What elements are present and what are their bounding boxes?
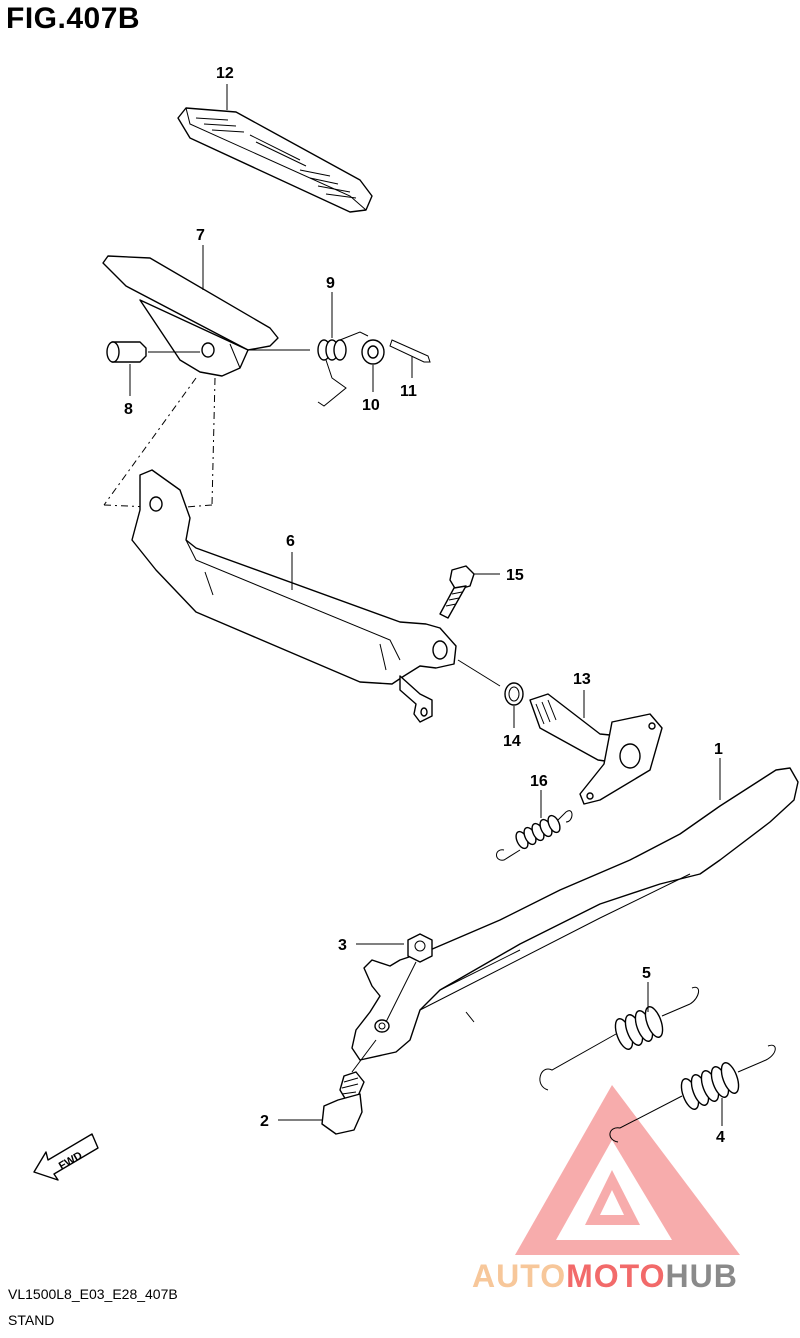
watermark-part2: MOTO xyxy=(566,1258,666,1294)
watermark-part1: AUTO xyxy=(472,1258,567,1294)
callout-5: 5 xyxy=(642,965,651,982)
callout-11: 11 xyxy=(400,383,417,400)
callout-2: 2 xyxy=(260,1113,269,1130)
section-name: STAND xyxy=(8,1312,55,1328)
part-5-stand-spring[interactable] xyxy=(539,986,699,1091)
watermark-triangle-icon xyxy=(515,1085,740,1255)
part-4-stand-spring[interactable] xyxy=(609,1044,776,1143)
callout-10: 10 xyxy=(362,397,380,414)
part-16-small-spring[interactable] xyxy=(496,810,573,861)
callout-8: 8 xyxy=(124,401,133,418)
part-13-shaft[interactable] xyxy=(529,693,663,805)
callout-7: 7 xyxy=(196,227,205,244)
leader-3-axis xyxy=(385,961,417,1023)
fwd-arrow-icon: FWD xyxy=(33,1133,99,1181)
figure-title: FIG.407B xyxy=(6,2,141,35)
part-3-nut[interactable] xyxy=(407,933,433,963)
callout-6: 6 xyxy=(286,533,295,550)
callout-3: 3 xyxy=(338,937,347,954)
part-7-footpeg[interactable] xyxy=(102,255,279,377)
assembly-line-d xyxy=(185,504,213,508)
part-2-pivot-bolt[interactable] xyxy=(321,1071,365,1135)
assembly-line-b xyxy=(211,377,216,506)
part-6-bracket-arm[interactable] xyxy=(131,469,457,723)
part-1-side-stand[interactable] xyxy=(351,767,799,1061)
part-12-footpeg-rubber[interactable] xyxy=(177,107,373,213)
watermark-part3: HUB xyxy=(665,1258,738,1294)
assembly-line-a xyxy=(103,377,197,506)
part-11-cotter-pin[interactable] xyxy=(389,339,431,363)
part-15-bolt[interactable] xyxy=(439,565,475,619)
leader-6-ring xyxy=(457,659,501,687)
part-8-pin[interactable] xyxy=(106,341,147,363)
watermark-text: AUTOMOTOHUB xyxy=(472,1258,738,1295)
diagram-code: VL1500L8_E03_E28_407B xyxy=(8,1286,178,1302)
callout-9: 9 xyxy=(326,275,335,292)
callout-15: 15 xyxy=(506,567,524,584)
part-9-spring[interactable] xyxy=(317,331,369,407)
callout-16: 16 xyxy=(530,773,548,790)
callout-12: 12 xyxy=(216,65,234,82)
callout-13: 13 xyxy=(573,671,591,688)
part-10-washer[interactable] xyxy=(361,339,385,365)
callout-4: 4 xyxy=(716,1129,725,1146)
callout-14: 14 xyxy=(503,733,521,750)
callout-1: 1 xyxy=(714,741,723,758)
leader-2-axis xyxy=(351,1039,377,1073)
part-14-o-ring[interactable] xyxy=(504,682,524,706)
